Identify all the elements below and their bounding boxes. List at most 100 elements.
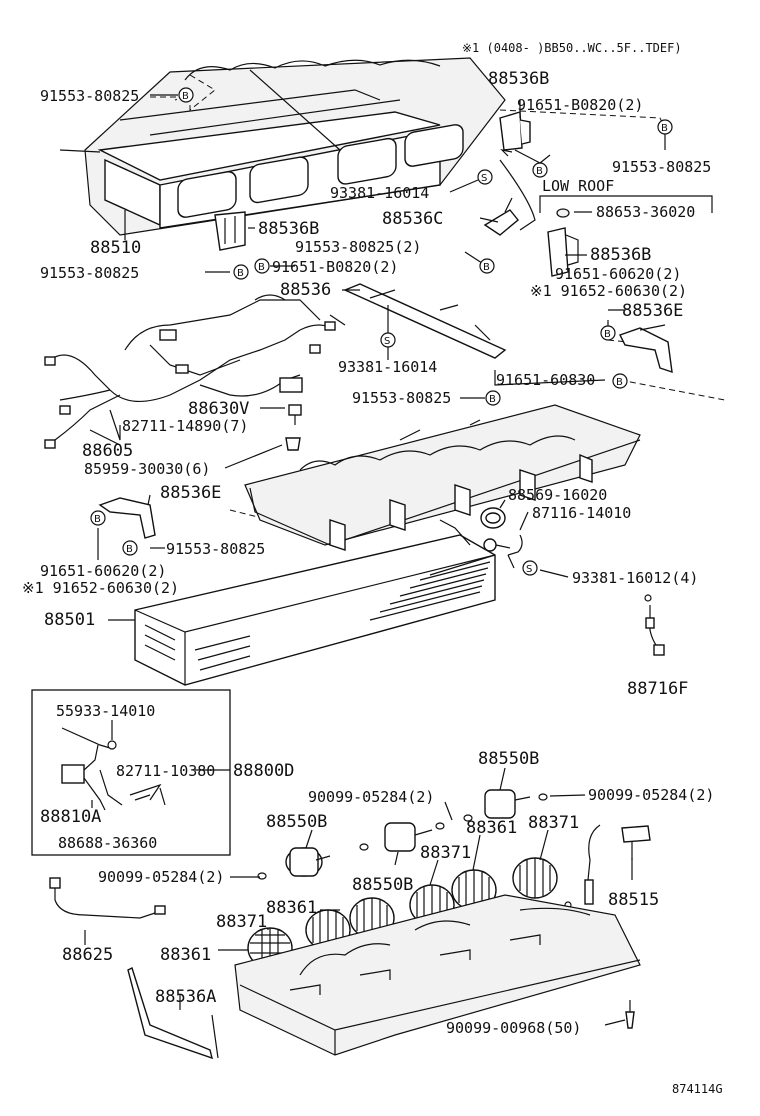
part-label: 88800D xyxy=(233,761,294,781)
blower-motor-left xyxy=(257,847,331,880)
marker-b: B xyxy=(479,258,495,274)
svg-text:B: B xyxy=(483,262,490,273)
svg-text:B: B xyxy=(258,262,265,273)
part-label: 88361 xyxy=(160,945,211,965)
bracket-88536E-right xyxy=(619,324,673,374)
svg-text:B: B xyxy=(182,91,189,102)
part-label: 88653-36020 xyxy=(596,203,695,221)
part-label: 88536C xyxy=(382,209,443,229)
sensor-88630V xyxy=(285,404,302,451)
part-label: 88536E xyxy=(622,301,683,321)
part-label: 88630V xyxy=(188,399,249,419)
wire-88625 xyxy=(49,877,166,919)
part-label: 88810A xyxy=(40,807,101,827)
unit-housing-lower xyxy=(234,894,641,1056)
svg-text:B: B xyxy=(237,268,244,279)
low-roof-box: LOW ROOF xyxy=(539,177,713,213)
marker-b: B xyxy=(90,510,106,526)
part-label: 91651-60830 xyxy=(496,371,595,389)
valve-88716F xyxy=(644,594,665,656)
part-labels: 91553-80825 88536B 91651-B0820(2) 91553-… xyxy=(22,69,723,1096)
inset-box-88800D xyxy=(31,689,231,856)
blower-motor-mid xyxy=(359,822,445,852)
bracket-88536E-left xyxy=(98,497,156,539)
part-label: 91651-60620(2) xyxy=(40,562,166,580)
part-label: 88361 xyxy=(466,818,517,838)
bracket-88536B-mid xyxy=(214,211,246,251)
part-label: 90099-05284(2) xyxy=(588,786,714,804)
part-label: 88501 xyxy=(44,610,95,630)
marker-s: S xyxy=(522,560,538,576)
marker-b: B xyxy=(178,87,194,103)
marker-b: B xyxy=(233,264,249,280)
marker-b: B xyxy=(122,540,138,556)
part-label: 88361 xyxy=(266,898,317,918)
part-label: 91553-80825 xyxy=(166,540,265,558)
evaporator-88501 xyxy=(134,519,511,686)
svg-text:B: B xyxy=(604,329,611,340)
svg-text:B: B xyxy=(489,394,496,405)
part-label: 88550B xyxy=(352,875,413,895)
applicability-note: ※1 (0408- )BB50..WC..5F..TDEF) xyxy=(462,41,682,55)
part-label: 91553-80825 xyxy=(40,264,139,282)
part-label: 88536 xyxy=(280,280,331,300)
part-label: 88371 xyxy=(528,813,579,833)
resistor-88515 xyxy=(564,824,651,909)
part-label: 91651-B0820(2) xyxy=(517,96,643,114)
part-label: 88536E xyxy=(160,483,221,503)
part-label: 87116-14010 xyxy=(532,504,631,522)
part-label: 91553-80825(2) xyxy=(295,238,421,256)
bracket-88536B-right xyxy=(547,227,579,277)
part-label: 88515 xyxy=(608,890,659,910)
part-label: 85959-30030(6) xyxy=(84,460,210,478)
part-label: 88371 xyxy=(420,843,471,863)
part-label: 82711-10380 xyxy=(116,762,215,780)
part-label: 55933-14010 xyxy=(56,702,155,720)
ring-88569 xyxy=(480,507,506,529)
bracket-88536C xyxy=(483,197,519,236)
part-label: 88569-16020 xyxy=(508,486,607,504)
part-label: 88688-36360 xyxy=(58,834,157,852)
part-label: 90099-05284(2) xyxy=(308,788,434,806)
svg-text:B: B xyxy=(126,544,133,555)
part-label: 88536B xyxy=(258,219,319,239)
marker-s: S xyxy=(477,169,493,185)
figure-id: 874114G xyxy=(672,1082,723,1096)
part-label: 91651-60620(2) xyxy=(555,265,681,283)
bracket-88536B-upper xyxy=(499,111,531,151)
part-label: 93381-16012(4) xyxy=(572,569,698,587)
svg-text:S: S xyxy=(384,336,390,347)
marker-b: B xyxy=(657,119,673,135)
low-roof-label: LOW ROOF xyxy=(542,177,614,195)
part-label: 91553-80825 xyxy=(40,87,139,105)
part-label: 90099-00968(50) xyxy=(446,1019,581,1037)
unit-housing-upper xyxy=(244,404,641,551)
fan-wheels xyxy=(247,857,558,969)
part-label: 88371 xyxy=(216,912,267,932)
part-label: 88716F xyxy=(627,679,688,699)
duct-assembly-88510 xyxy=(59,57,506,236)
part-label: 90099-05284(2) xyxy=(98,868,224,886)
part-label: 91553-80825 xyxy=(352,389,451,407)
svg-text:S: S xyxy=(481,173,487,184)
part-label: 88625 xyxy=(62,945,113,965)
part-label: 91553-80825 xyxy=(612,158,711,176)
svg-text:B: B xyxy=(616,377,623,388)
marker-b: B xyxy=(485,390,501,406)
svg-text:B: B xyxy=(661,123,668,134)
marker-b: B xyxy=(532,162,548,178)
svg-text:B: B xyxy=(536,166,543,177)
part-label: ※1 91652-60630(2) xyxy=(22,579,179,597)
marker-b: B xyxy=(254,258,270,274)
part-label: 88550B xyxy=(266,812,327,832)
part-label: 88536B xyxy=(590,245,651,265)
part-label: 88536B xyxy=(488,69,549,89)
part-label: 88510 xyxy=(90,238,141,258)
marker-b: B xyxy=(600,325,616,341)
part-label: 88550B xyxy=(478,749,539,769)
part-label: 93381-16014 xyxy=(338,358,437,376)
part-label: ※1 91652-60630(2) xyxy=(530,282,687,300)
markers: B B B S B B B S B B B B B S xyxy=(90,87,673,576)
